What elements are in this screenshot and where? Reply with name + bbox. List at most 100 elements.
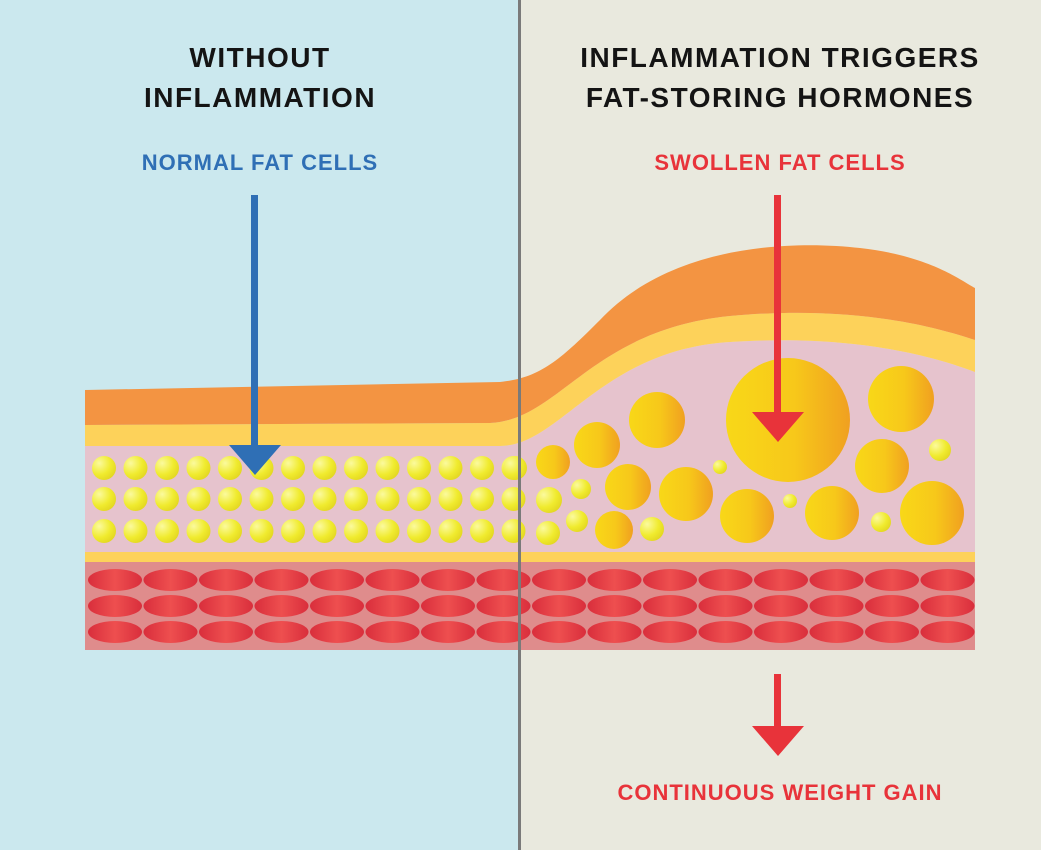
normal-fat-cell xyxy=(929,439,951,461)
swollen-fat-cell xyxy=(659,467,713,521)
muscle-fiber xyxy=(88,595,142,617)
muscle-fibers xyxy=(88,569,975,643)
left-heading: WITHOUT INFLAMMATION xyxy=(60,38,460,118)
normal-fat-cell xyxy=(281,456,305,480)
normal-fat-cell xyxy=(783,494,797,508)
muscle-fiber xyxy=(532,621,586,643)
normal-fat-cell xyxy=(123,487,148,511)
muscle-fiber xyxy=(587,569,642,591)
normal-fat-cell xyxy=(871,512,891,532)
normal-fat-cell xyxy=(640,517,664,541)
normal-fat-cell xyxy=(536,487,562,513)
normal-fat-cell xyxy=(407,456,431,480)
swollen-fat-cells-arrow xyxy=(752,195,804,442)
normal-fat-cell xyxy=(470,456,494,480)
muscle-fiber xyxy=(421,595,475,617)
normal-fat-cell xyxy=(123,519,148,543)
weight-gain-arrow xyxy=(752,674,804,756)
normal-fat-cell xyxy=(438,456,463,480)
swollen-fat-cell xyxy=(595,511,633,549)
normal-fat-cell xyxy=(312,519,337,543)
muscle-fiber xyxy=(920,595,975,617)
normal-fat-cell xyxy=(155,487,179,511)
muscle-fiber xyxy=(643,569,697,591)
muscle-fiber xyxy=(532,569,586,591)
swollen-fat-cell xyxy=(605,464,651,510)
muscle-fiber xyxy=(587,595,642,617)
normal-fat-cells-arrow xyxy=(229,195,281,475)
normal-fat-cell xyxy=(407,487,431,511)
muscle-fiber xyxy=(365,569,420,591)
normal-fat-cell xyxy=(312,456,337,480)
normal-fat-cell xyxy=(344,519,368,543)
muscle-fiber xyxy=(143,621,198,643)
normal-fat-cell xyxy=(92,487,116,511)
muscle-fiber xyxy=(143,569,198,591)
normal-fat-cell xyxy=(407,519,431,543)
left-heading-line2: INFLAMMATION xyxy=(143,82,377,113)
normal-fat-cells-label: NORMAL FAT CELLS xyxy=(141,150,379,175)
normal-fat-cell xyxy=(375,456,400,480)
skin-outer-layer xyxy=(85,245,975,425)
swollen-fat-cell xyxy=(855,439,909,493)
right-heading-line2: FAT-STORING HORMONES xyxy=(585,82,975,113)
normal-fat-cell xyxy=(218,519,242,543)
muscle-fiber xyxy=(421,621,475,643)
normal-fat-cell xyxy=(281,519,305,543)
normal-fat-cell xyxy=(470,487,494,511)
normal-fat-cell xyxy=(186,487,211,511)
muscle-fiber xyxy=(698,569,753,591)
muscle-fiber xyxy=(809,621,864,643)
muscle-fiber xyxy=(920,621,975,643)
swollen-fat-cell xyxy=(720,489,774,543)
muscle-fiber xyxy=(476,621,531,643)
muscle-fiber xyxy=(809,569,864,591)
normal-fat-cell xyxy=(186,456,211,480)
normal-fat-cell xyxy=(375,519,400,543)
normal-fat-cell xyxy=(501,487,526,511)
muscle-fiber xyxy=(754,595,808,617)
normal-fat-cell xyxy=(186,519,211,543)
normal-fat-cell xyxy=(155,456,179,480)
swollen-fat-cell xyxy=(805,486,859,540)
left-heading-line1: WITHOUT xyxy=(189,42,331,73)
muscle-fiber xyxy=(698,621,753,643)
right-heading: INFLAMMATION TRIGGERS FAT-STORING HORMON… xyxy=(530,38,1030,118)
muscle-fiber xyxy=(698,595,753,617)
muscle-fiber xyxy=(88,621,142,643)
muscle-fiber xyxy=(199,569,253,591)
normal-fat-cell xyxy=(344,487,368,511)
swollen-fat-cell xyxy=(900,481,964,545)
normal-fat-cell xyxy=(470,519,494,543)
muscle-fiber xyxy=(254,621,309,643)
normal-fat-cell xyxy=(438,519,463,543)
muscle-fiber xyxy=(865,621,919,643)
skin-inner-layer xyxy=(85,312,975,446)
normal-fat-cell xyxy=(218,456,242,480)
muscle-fiber xyxy=(532,595,586,617)
normal-fat-cell xyxy=(375,487,400,511)
right-heading-line1: INFLAMMATION TRIGGERS xyxy=(580,42,980,73)
swollen-fat-cell xyxy=(574,422,620,468)
muscle-fiber xyxy=(365,621,420,643)
muscle-fiber xyxy=(587,621,642,643)
muscle-fiber xyxy=(421,569,475,591)
panel-divider xyxy=(518,0,521,850)
normal-fat-cell xyxy=(249,487,274,511)
muscle-fiber xyxy=(865,569,919,591)
muscle-fiber xyxy=(754,621,808,643)
muscle-fiber xyxy=(365,595,420,617)
continuous-weight-gain-label: CONTINUOUS WEIGHT GAIN xyxy=(617,780,943,805)
normal-fat-cell xyxy=(218,487,242,511)
normal-fat-cell xyxy=(155,519,179,543)
muscle-fiber xyxy=(310,621,364,643)
normal-fat-cell xyxy=(92,519,116,543)
muscle-fiber xyxy=(754,569,808,591)
swollen-fat-cell xyxy=(868,366,934,432)
normal-fat-cell xyxy=(501,519,526,543)
swollen-fat-cell xyxy=(629,392,685,448)
normal-fat-cell xyxy=(123,456,148,480)
muscle-fiber xyxy=(809,595,864,617)
muscle-fiber xyxy=(310,569,364,591)
muscle-fiber xyxy=(476,569,531,591)
